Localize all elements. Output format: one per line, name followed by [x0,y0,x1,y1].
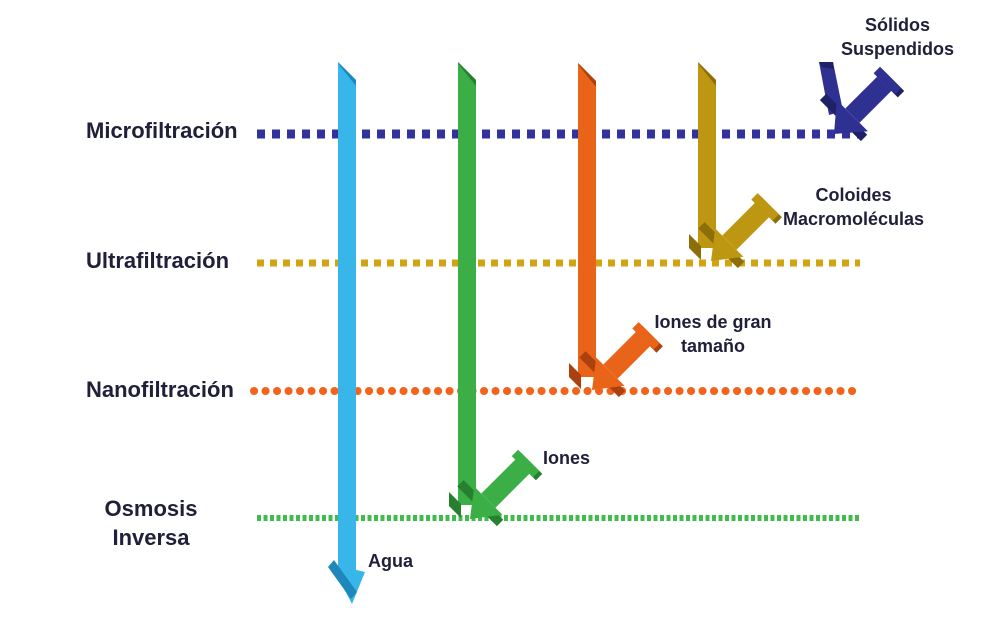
substance-label-iones-gran-tamano: Iones de gran tamaño [647,310,779,358]
solidos-suspendidos-arrow [819,62,905,142]
iones-arrow [449,62,543,527]
process-label-text: Inversa [112,525,190,550]
substance-label-iones: Iones [543,448,590,469]
process-label-nanofiltracion: Nanofiltración [86,377,234,403]
substance-label-text: Macromoléculas [782,209,925,229]
substance-label-solidos-suspendidos: Sólidos Suspendidos [815,13,980,61]
process-label-text: Nanofiltración [86,377,234,402]
substance-label-text: Suspendidos [840,39,954,59]
process-label-text: Microfiltración [86,118,238,143]
substance-label-text: Agua [368,551,413,571]
process-label-microfiltracion: Microfiltración [86,118,238,144]
process-label-ultrafiltracion: Ultrafiltración [86,248,229,274]
substance-label-text: tamaño [680,336,745,356]
agua-arrow [328,62,365,604]
substance-label-coloides-macromoleculas: Coloides Macromoléculas [771,183,936,231]
substance-label-text: Sólidos [864,15,930,35]
substance-label-text: Coloides [815,185,892,205]
iones-gran-tamano-arrow [569,63,663,398]
substance-label-text: Iones de gran [654,312,772,332]
coloides-macromoleculas-arrow [689,62,782,269]
process-label-osmosis-inversa: Osmosis Inversa [92,494,210,552]
process-label-text: Ultrafiltración [86,248,230,273]
substance-label-text: Iones [543,448,591,468]
process-label-text: Osmosis [104,496,198,521]
substance-label-agua: Agua [368,551,413,572]
